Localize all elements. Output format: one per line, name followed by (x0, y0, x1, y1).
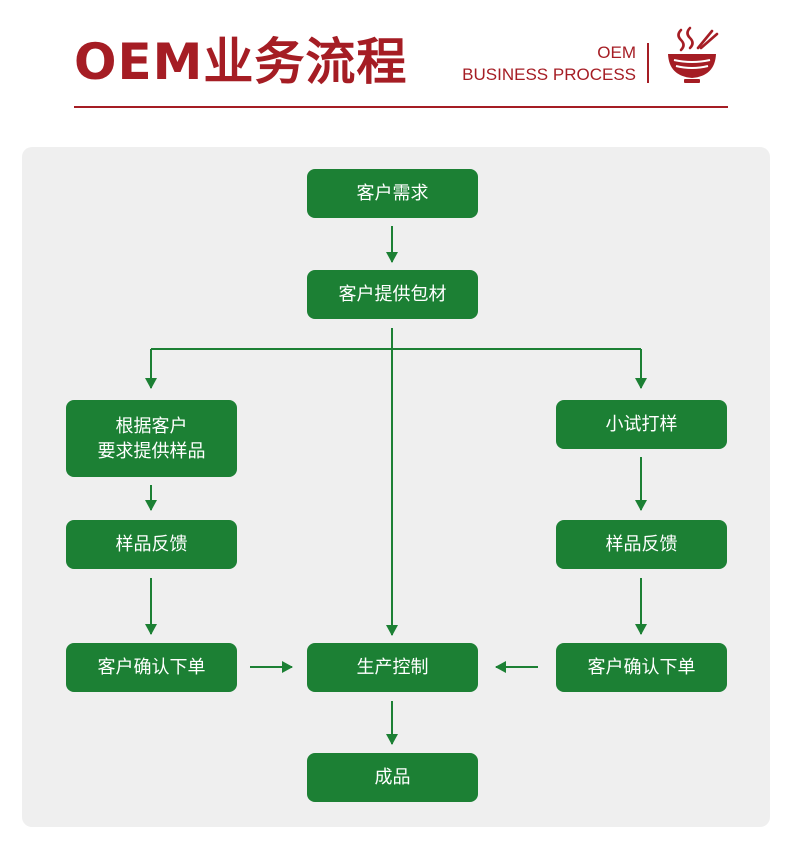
node-left-feedback-label: 样品反馈 (115, 534, 188, 555)
node-right-feedback-label: 样品反馈 (605, 534, 678, 555)
page-subtitle: OEM BUSINESS PROCESS (462, 42, 636, 86)
node-trial-sample: 小试打样 (556, 400, 727, 449)
subtitle-line-oem: OEM (597, 43, 636, 62)
node-right-feedback: 样品反馈 (556, 520, 727, 569)
page-title: OEM业务流程 (74, 33, 408, 91)
node-left-sample: 根据客户 要求提供样品 (66, 400, 237, 477)
node-trial-sample-label: 小试打样 (605, 414, 678, 435)
header-divider (647, 43, 649, 83)
node-customer-demand: 客户需求 (307, 169, 478, 218)
node-left-sample-label-1: 根据客户 (115, 415, 188, 437)
node-finished-product-label: 成品 (374, 767, 411, 788)
node-right-order: 客户确认下单 (556, 643, 727, 692)
node-left-sample-label-2: 要求提供样品 (97, 440, 206, 462)
bowl-steam-icon (668, 26, 719, 83)
node-production-control-label: 生产控制 (356, 657, 429, 678)
node-left-order-label: 客户确认下单 (97, 657, 206, 678)
node-left-order: 客户确认下单 (66, 643, 237, 692)
node-right-order-label: 客户确认下单 (587, 657, 696, 678)
node-customer-demand-label: 客户需求 (356, 183, 429, 204)
node-customer-packaging: 客户提供包材 (307, 270, 478, 319)
header-rule (74, 106, 728, 108)
node-production-control: 生产控制 (307, 643, 478, 692)
subtitle-line-business-process: BUSINESS PROCESS (462, 65, 636, 84)
node-customer-packaging-label: 客户提供包材 (338, 284, 447, 305)
node-left-feedback: 样品反馈 (66, 520, 237, 569)
node-finished-product: 成品 (307, 753, 478, 802)
